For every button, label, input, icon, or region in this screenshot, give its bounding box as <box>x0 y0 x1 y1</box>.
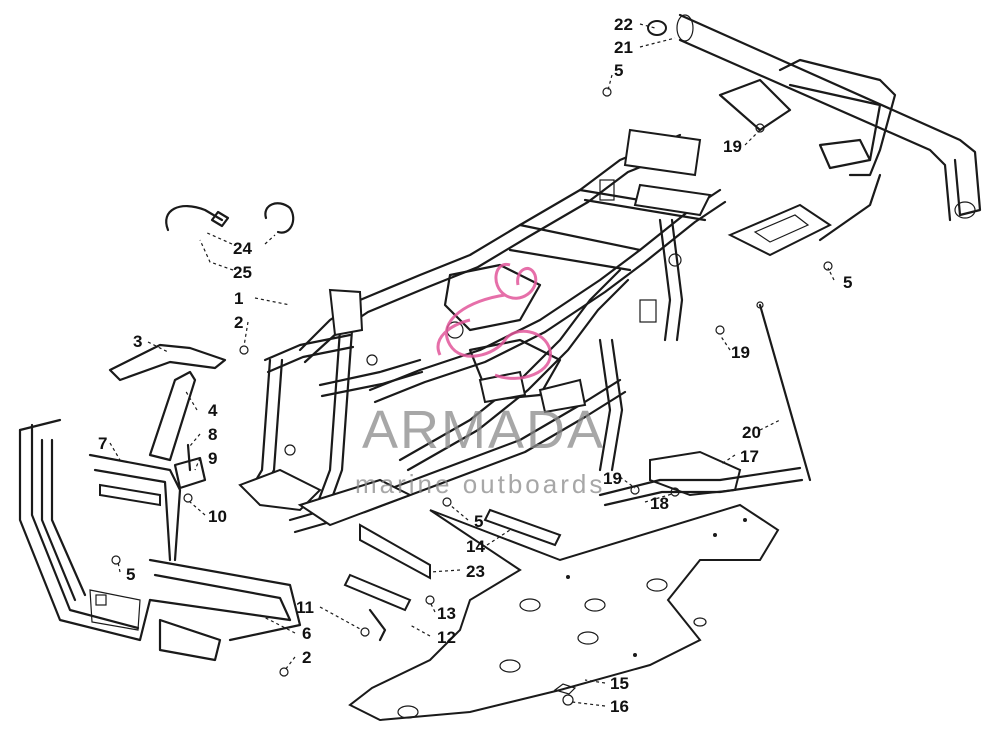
callout-5: 5 <box>474 512 483 531</box>
watermark-logo-icon <box>436 262 552 380</box>
callout-16: 16 <box>610 697 629 716</box>
callout-5: 5 <box>126 565 135 584</box>
callout-25: 25 <box>233 263 252 282</box>
bracket-12 <box>343 573 412 642</box>
rear-rack <box>647 13 982 257</box>
callout-20: 20 <box>742 423 761 442</box>
callouts: 22 21 5 19 24 25 5 1 2 3 19 4 8 9 7 10 2… <box>98 15 852 716</box>
callout-18: 18 <box>650 494 669 513</box>
callout-7: 7 <box>98 434 107 453</box>
skid-plate <box>348 503 780 722</box>
rod-20 <box>756 301 812 482</box>
watermark-brand: ARMADA <box>362 400 605 460</box>
callout-15: 15 <box>610 674 629 693</box>
callout-19: 19 <box>731 343 750 362</box>
callout-11: 11 <box>296 598 314 617</box>
block-23 <box>359 523 431 580</box>
callout-19: 19 <box>723 137 742 156</box>
guard-17 <box>598 450 804 507</box>
callout-23: 23 <box>466 562 485 581</box>
callout-19: 19 <box>603 469 622 488</box>
callout-5: 5 <box>843 273 852 292</box>
callout-9: 9 <box>208 449 217 468</box>
callout-1: 1 <box>234 289 243 308</box>
callout-14: 14 <box>466 537 485 556</box>
callout-10: 10 <box>208 507 227 526</box>
front-bumper <box>18 418 302 662</box>
callout-12: 12 <box>437 628 456 647</box>
leader-lines <box>109 23 835 707</box>
bracket-9 <box>173 443 207 503</box>
callout-5: 5 <box>614 61 623 80</box>
callout-3: 3 <box>133 332 142 351</box>
callout-8: 8 <box>208 425 217 444</box>
bolts <box>111 87 833 706</box>
callout-21: 21 <box>614 38 633 57</box>
callout-24: 24 <box>233 239 252 258</box>
callout-2: 2 <box>302 648 311 667</box>
callout-13: 13 <box>437 604 456 623</box>
watermark-tagline: marine outboards <box>355 469 605 499</box>
callout-2: 2 <box>234 313 243 332</box>
callout-17: 17 <box>740 447 759 466</box>
callout-22: 22 <box>614 15 633 34</box>
callout-4: 4 <box>208 401 218 420</box>
cable-tie-24 <box>165 205 230 232</box>
callout-6: 6 <box>302 624 311 643</box>
bracket-3 <box>108 343 227 382</box>
bar-14 <box>483 508 562 547</box>
main-frame <box>238 128 727 534</box>
brace-4 <box>148 370 197 462</box>
clamp-25 <box>264 202 295 234</box>
